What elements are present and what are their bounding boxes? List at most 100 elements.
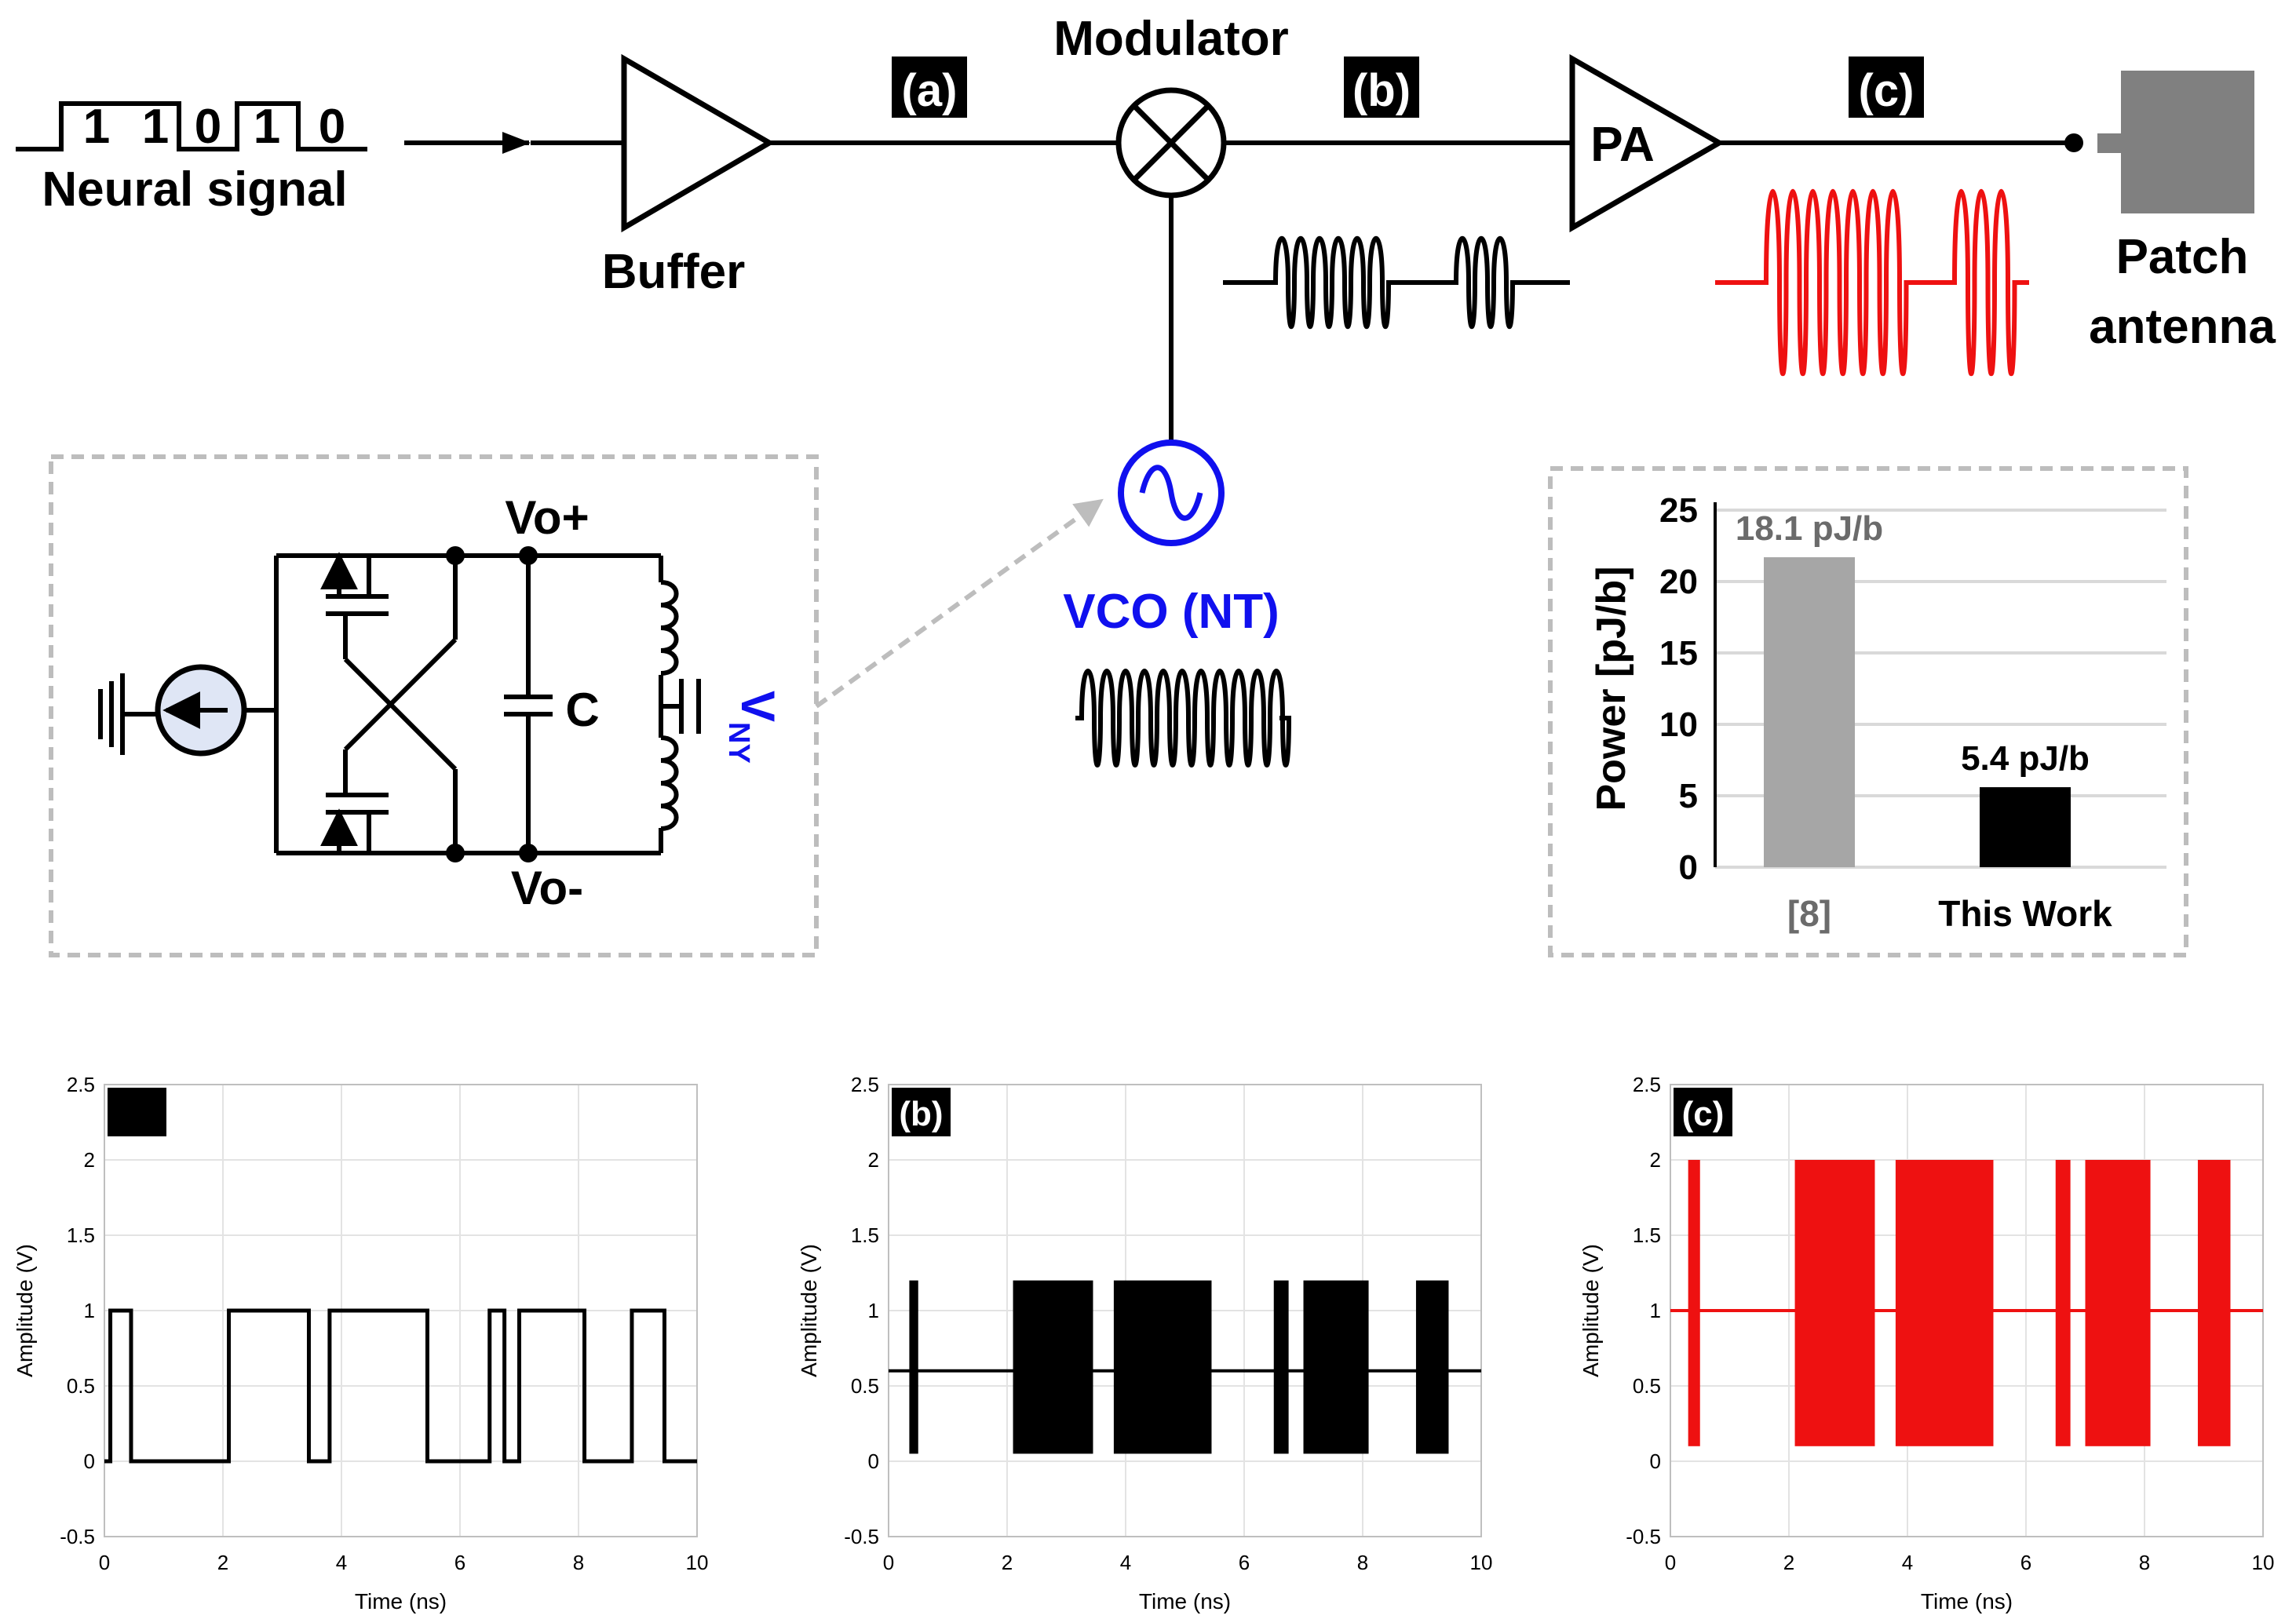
bar-chart-data-label: 18.1 pJ/b [1736, 509, 1883, 548]
vo-plus-label: Vo+ [505, 491, 589, 544]
signal-bit: 1 [83, 100, 110, 154]
buffer-label: Buffer [602, 245, 746, 299]
plot-xtick: 8 [573, 1551, 584, 1574]
plot-burst [1415, 1280, 1449, 1454]
antenna-node [2064, 133, 2083, 152]
bar-chart-data-label: 5.4 pJ/b [1961, 739, 2090, 778]
plot-xtick: 8 [2139, 1551, 2150, 1574]
antenna-patch-icon [2121, 71, 2254, 213]
mixer-cross-2 [1132, 104, 1210, 182]
cross-couple-2 [343, 637, 458, 752]
plot-burst [1794, 1160, 1875, 1446]
plot-ytick: 1.5 [851, 1223, 879, 1247]
bar-chart-category: [8] [1787, 893, 1831, 934]
plot-xtick: 8 [1357, 1551, 1368, 1574]
plot-xtick: 2 [217, 1551, 228, 1574]
plot-ylabel: Amplitude (V) [13, 1244, 37, 1377]
plot-ylabel: Amplitude (V) [797, 1244, 821, 1377]
plot-xtick: 2 [1002, 1551, 1013, 1574]
modulated-waveform-b [1223, 236, 1570, 329]
inductor-bottom-coil [660, 735, 679, 831]
pa-block: PA [1569, 53, 1725, 233]
tag-b-box [1344, 57, 1419, 118]
buffer-block: Buffer [602, 53, 775, 299]
plot-xtick: 0 [883, 1551, 894, 1574]
bar-chart-ytick: 5 [1679, 777, 1698, 815]
plot-burst [2085, 1160, 2151, 1446]
plot-burst [2055, 1160, 2071, 1446]
plot-ytick: -0.5 [1626, 1525, 1661, 1548]
plot-ytick: 2.5 [1633, 1073, 1661, 1096]
cross-couple-1 [343, 657, 458, 771]
plot-ytick: 1 [868, 1299, 879, 1322]
plot-xtick: 6 [1239, 1551, 1250, 1574]
plot-ytick: 0 [1650, 1449, 1661, 1473]
plot-tag-box [892, 1088, 951, 1136]
plot-xtick: 6 [454, 1551, 465, 1574]
plot-xlabel: Time (ns) [1139, 1589, 1231, 1614]
tag-a: (a) [892, 57, 967, 118]
neural-signal-label: Neural signal [42, 162, 347, 217]
plot-ytick: 0.5 [851, 1374, 879, 1398]
plot-ytick: 0 [868, 1449, 879, 1473]
power-chart-frame [1548, 466, 2188, 957]
node-top-right [519, 546, 538, 565]
plot-xtick: 10 [2252, 1551, 2275, 1574]
signal-bit: 1 [142, 100, 169, 154]
vny-label: VNY [722, 691, 784, 764]
plot-ytick: -0.5 [844, 1525, 879, 1548]
plot-frame [888, 1084, 1482, 1537]
plot-xtick: 0 [1665, 1551, 1676, 1574]
plot-burst [1303, 1280, 1369, 1454]
tag-b: (b) [1344, 57, 1419, 118]
tag-a-label: (a) [902, 65, 958, 116]
plot-burst [2197, 1160, 2231, 1446]
modulator-label: Modulator [1053, 12, 1289, 66]
bar-chart-ylabel: Power [pJ/b] [1589, 566, 1634, 811]
tag-c-label: (c) [1859, 65, 1915, 116]
vco-label: VCO (NT) [1063, 585, 1279, 639]
vco-sine-symbol [1139, 465, 1203, 521]
plot-xtick: 10 [1470, 1551, 1493, 1574]
plot-burst [1895, 1160, 1994, 1446]
plot-ytick: 1 [1650, 1299, 1661, 1322]
plot-ytick: 2 [84, 1148, 95, 1172]
antenna-feed [2097, 133, 2121, 153]
bar-chart-bar [1980, 787, 2071, 867]
tag-a-box [892, 57, 967, 118]
node-bottom-left [446, 844, 465, 862]
plot-ytick: 1.5 [1633, 1223, 1661, 1247]
tag-b-label: (b) [1352, 65, 1411, 116]
vny-subscript: NY [722, 722, 755, 764]
plot-burst [1113, 1280, 1212, 1454]
vco-waveform [1075, 669, 1292, 768]
tag-c: (c) [1849, 57, 1924, 118]
plot-ytick: 0.5 [1633, 1374, 1661, 1398]
plot-ytick: -0.5 [60, 1525, 95, 1548]
plot-xtick: 0 [99, 1551, 110, 1574]
plot-ylabel: Amplitude (V) [1579, 1244, 1603, 1377]
plot-xtick: 4 [1902, 1551, 1913, 1574]
plot-tag-label: (b) [899, 1095, 943, 1133]
plot-xtick: 6 [2020, 1551, 2031, 1574]
buffer-triangle [621, 53, 775, 233]
inductor-top-coil [660, 580, 679, 676]
plot-tag-box [108, 1088, 166, 1136]
capacitor-label: C [565, 684, 599, 736]
plot-tag-label: (c) [1682, 1095, 1725, 1133]
transistor-bottom [320, 749, 389, 853]
patch-antenna: Patch antenna [2064, 71, 2276, 354]
modulator-block: Modulator [1053, 12, 1289, 199]
neural-signal-waveform [16, 101, 367, 151]
bar-chart-ytick: 20 [1659, 563, 1698, 601]
plot-tag-box [1674, 1088, 1732, 1136]
plot-xtick: 4 [1120, 1551, 1131, 1574]
signal-arrowhead [502, 132, 531, 154]
